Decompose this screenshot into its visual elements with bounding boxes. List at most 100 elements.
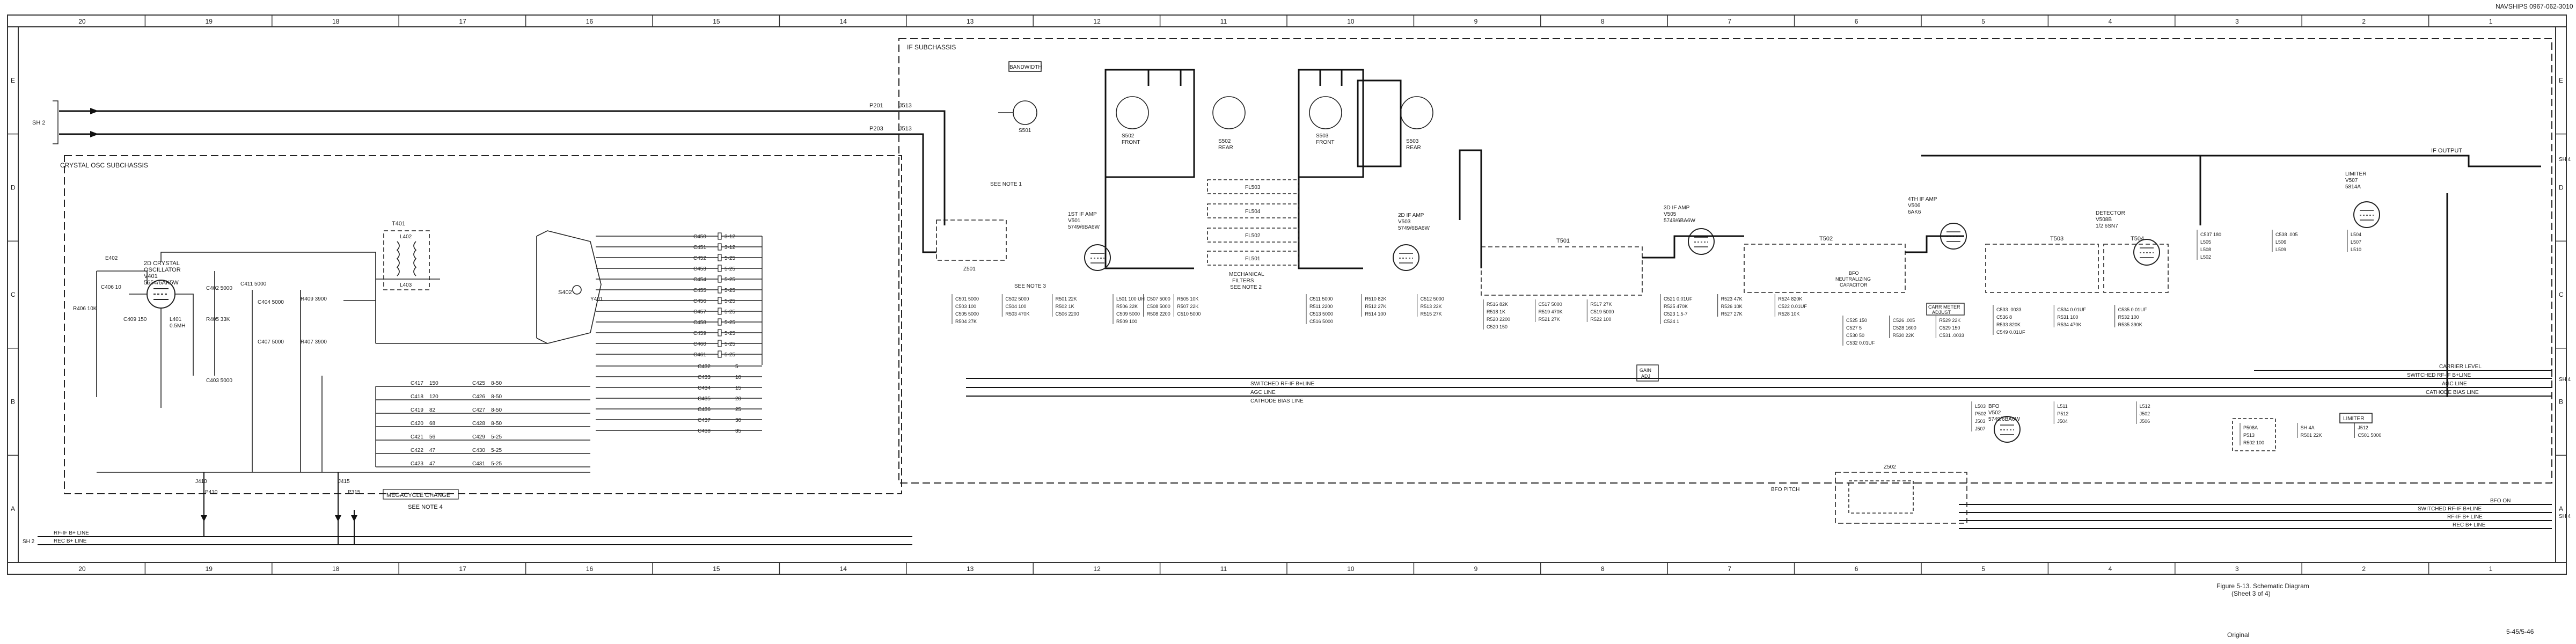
column-label: 5 (1981, 565, 1985, 573)
column-label: 10 (1347, 18, 1355, 25)
part-label: R529 22K (1939, 318, 1960, 323)
carr-meter-2: ADJUST (1932, 310, 1951, 315)
j410-label: J410 (195, 479, 207, 485)
osc-part-r409: R409 3900 (301, 296, 327, 302)
part-label: R534 470K (2057, 322, 2081, 327)
v508-label-1: V508B (2096, 217, 2112, 223)
pair-cap-b-id: C427 (472, 407, 485, 413)
switched-bus-bottom: SWITCHED RF-IF B+LINE (2418, 506, 2482, 512)
column-label: 1 (2489, 565, 2493, 573)
part-label: R531 100 (2057, 314, 2078, 320)
pair-cap-b-id: C431 (472, 461, 485, 467)
part-label: R501 22K (1056, 296, 1077, 302)
v501-label-1: V501 (1068, 218, 1081, 224)
v503-label-0: 2D IF AMP (1398, 213, 1424, 218)
t501-label: T501 (1556, 238, 1570, 244)
if-signal-path (912, 110, 2541, 397)
v506-label-1: V506 (1908, 203, 1921, 209)
part-label: C524 1 (1664, 319, 1679, 324)
part-label: J506 (2140, 419, 2150, 424)
v506-label-0: 4TH IF AMP (1908, 196, 1937, 202)
crystal-cap-id: C432 (698, 364, 711, 370)
s502-rear-2: REAR (1218, 145, 1233, 151)
part-label: P512 (2057, 411, 2068, 416)
part-label: R502 100 (2243, 440, 2264, 445)
column-label: 19 (206, 565, 213, 573)
crystal-cap-value: 5-25 (724, 288, 735, 294)
crystal-cap-value: 5-25 (724, 331, 735, 336)
t503-label: T503 (2050, 236, 2063, 242)
part-label: L502 (2200, 254, 2211, 260)
part-label: C516 5000 (1309, 319, 1333, 324)
v502-label-0: BFO (1988, 404, 2000, 409)
megacycle-change-label: MEGACYCLE CHANGE (386, 492, 450, 499)
figure-sheet: (Sheet 3 of 4) (2231, 590, 2271, 597)
if-output-label: IF OUTPUT (2431, 148, 2462, 154)
part-label: R505 10K (1177, 296, 1198, 302)
part-label: R530 22K (1893, 333, 1914, 338)
pair-cap-b-value: 8-50 (491, 407, 502, 413)
z501-network (936, 219, 1007, 261)
input-arrows (90, 108, 99, 137)
v502-label-1: V502 (1988, 410, 2001, 416)
see-note-3: SEE NOTE 3 (1014, 283, 1046, 289)
crystal-cap-value: 5-25 (724, 255, 735, 261)
column-label: 11 (1220, 565, 1227, 573)
p203-label: P203 (869, 126, 883, 132)
column-label: 3 (2235, 18, 2239, 25)
pair-cap-b-id: C428 (472, 421, 485, 427)
part-label: R516 82K (1487, 302, 1508, 307)
v501-label-2: 5749/6BA6W (1068, 224, 1100, 230)
part-label: R535 390K (2118, 322, 2142, 327)
t502-label: T502 (1819, 236, 1833, 242)
see-note-4-label: SEE NOTE 4 (408, 504, 443, 510)
row-label: B (11, 398, 15, 406)
part-label: C520 150 (1487, 324, 1507, 330)
if-subchassis-label: IF SUBCHASSIS (907, 43, 956, 51)
v507-label-1: V507 (2345, 178, 2358, 184)
column-label: 20 (78, 18, 86, 25)
column-label: 18 (332, 18, 340, 25)
v401-line-1: 2D CRYSTAL (144, 260, 180, 267)
original-label: Original (2227, 631, 2250, 639)
s402-label: S402 (558, 289, 572, 296)
column-label: 16 (586, 565, 594, 573)
pair-cap-b-value: 8-50 (491, 421, 502, 427)
rec-b-line: REC B+ LINE (2453, 522, 2486, 528)
part-label: R528 10K (1778, 311, 1799, 317)
osc-part-c411: C411 5000 (240, 281, 267, 287)
part-label: C536 8 (1996, 314, 2012, 320)
part-label: P502 (1975, 411, 1986, 416)
input-lines (59, 110, 912, 135)
part-label: C501 5000 (2358, 433, 2381, 438)
part-label: C526 .005 (1893, 318, 1915, 323)
part-label: C513 5000 (1309, 311, 1333, 317)
crystal-cap-value: 5-25 (724, 298, 735, 304)
l403-label: L403 (400, 282, 412, 288)
part-label: J504 (2057, 419, 2068, 424)
rf-if-b-line-left: RF-IF B+ LINE (54, 530, 89, 536)
agc-bus-right: AGC LINE (2442, 381, 2467, 387)
pair-cap-a-id: C420 (411, 421, 423, 427)
p201-label: P201 (869, 103, 883, 109)
cathode-bus-mid: CATHODE BIAS LINE (1250, 398, 1304, 404)
v506-label-2: 6AK6 (1908, 209, 1921, 215)
doc-id: NAVSHIPS 0967-062-3010 (2496, 3, 2573, 10)
row-label: D (11, 184, 16, 191)
carr-meter-1: CARR METER (1928, 304, 1960, 310)
mech-filters-3: SEE NOTE 2 (1230, 284, 1262, 290)
carrier-level: CARRIER LEVEL (2439, 364, 2482, 370)
j513b-label: J513 (899, 126, 912, 132)
part-label: L506 (2275, 239, 2286, 245)
part-label: C549 0.01UF (1996, 330, 2025, 335)
adjust-blocks (1636, 303, 1965, 382)
part-label: C509 5000 (1116, 311, 1140, 317)
sh4-right-top: SH 4 (2559, 157, 2571, 163)
bottom-bus-lines (1959, 504, 2552, 529)
pair-cap-b-value: 5-25 (491, 461, 502, 467)
column-label: 4 (2109, 565, 2112, 573)
row-label: E (2559, 77, 2563, 84)
part-label: C512 5000 (1421, 296, 1444, 302)
